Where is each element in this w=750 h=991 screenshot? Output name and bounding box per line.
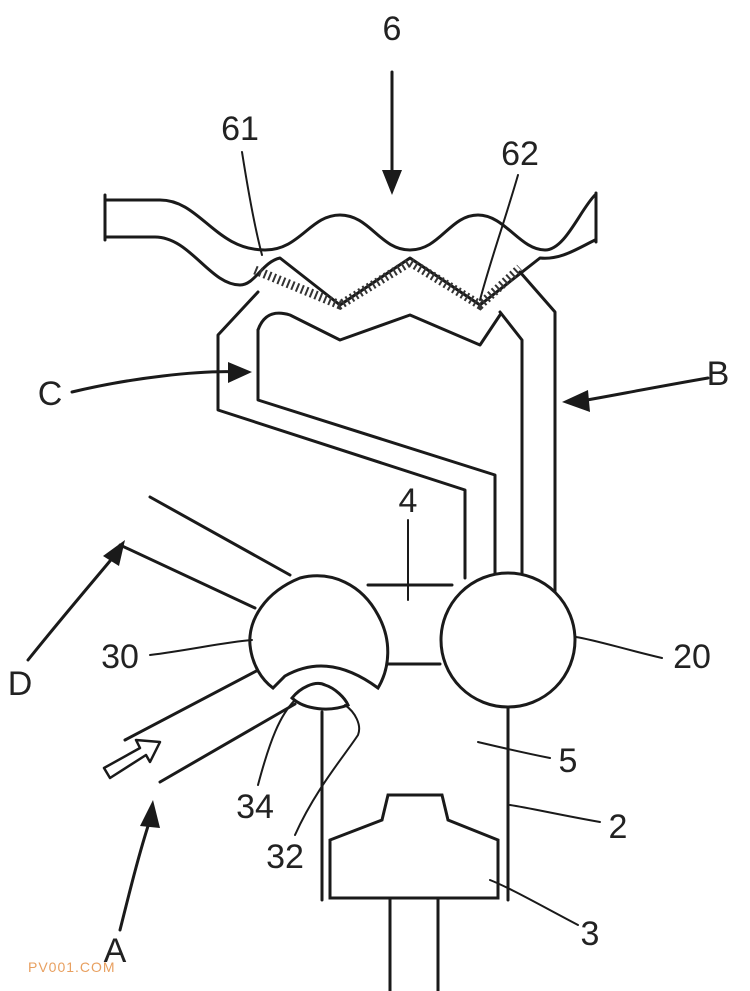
leader-61 (241, 151, 263, 256)
piston-3 (328, 793, 500, 991)
reference-labels: 6 61 62 B C 4 D 30 20 5 34 32 2 A 3 (8, 10, 730, 970)
intake-flow-arrow (102, 738, 162, 780)
duct-D-lower (118, 543, 257, 610)
label-20: 20 (673, 638, 711, 676)
arrow-D-head (103, 540, 125, 566)
exchanger-lower-wave (103, 235, 597, 307)
piston-head (328, 793, 500, 900)
label-C: C (38, 375, 63, 413)
leader-5 (477, 741, 551, 759)
label-3: 3 (581, 915, 600, 953)
channel-B-inner (498, 310, 524, 580)
duct-A-upper (123, 666, 264, 742)
cylinder-2 (320, 705, 510, 902)
leader-34 (257, 699, 296, 786)
exchanger-membrane (253, 256, 524, 311)
channel-B (498, 270, 557, 597)
valve-30 (248, 574, 390, 691)
channel-C (216, 290, 497, 580)
channel-B-outer (518, 270, 557, 597)
arrow-B (562, 376, 710, 412)
duct-D-upper (148, 495, 292, 577)
duct-D (118, 495, 292, 610)
leader-30 (149, 639, 253, 656)
leader-20 (575, 636, 663, 659)
arrow-6 (382, 70, 402, 195)
leader-62 (479, 174, 519, 301)
arrow-A (118, 800, 160, 932)
exchanger-upper-wave (103, 193, 597, 252)
arrow-C-head (228, 362, 252, 383)
label-34: 34 (236, 788, 274, 826)
label-5: 5 (559, 742, 578, 780)
leader-32 (294, 704, 361, 836)
duct-A-lower (158, 702, 297, 784)
label-6: 6 (383, 10, 402, 48)
label-4: 4 (399, 482, 418, 520)
duct-A (123, 666, 297, 784)
leader-2 (509, 804, 601, 823)
channel-C-outer (216, 290, 467, 580)
arrow-B-head (562, 390, 590, 412)
heat-exchanger-6 (103, 191, 598, 347)
channel-C-inner (256, 328, 497, 580)
passage-4 (366, 583, 454, 666)
label-B: B (707, 355, 730, 393)
label-A: A (104, 932, 127, 970)
part-34 (289, 682, 350, 711)
exchanger-channel-wave (256, 311, 502, 347)
arrow-6-head (382, 170, 402, 195)
leader-lines (149, 151, 663, 926)
label-32: 32 (266, 838, 304, 876)
watermark-text: PV001.COM (28, 959, 116, 975)
arrow-D (26, 540, 125, 662)
label-62: 62 (501, 135, 539, 173)
label-61: 61 (221, 110, 259, 148)
arrow-A-head (140, 800, 160, 828)
label-D: D (8, 665, 33, 703)
valve-20 (439, 571, 577, 709)
leader-3 (489, 879, 579, 926)
arrow-C (70, 362, 252, 394)
label-2: 2 (609, 808, 628, 846)
label-30: 30 (101, 638, 139, 676)
